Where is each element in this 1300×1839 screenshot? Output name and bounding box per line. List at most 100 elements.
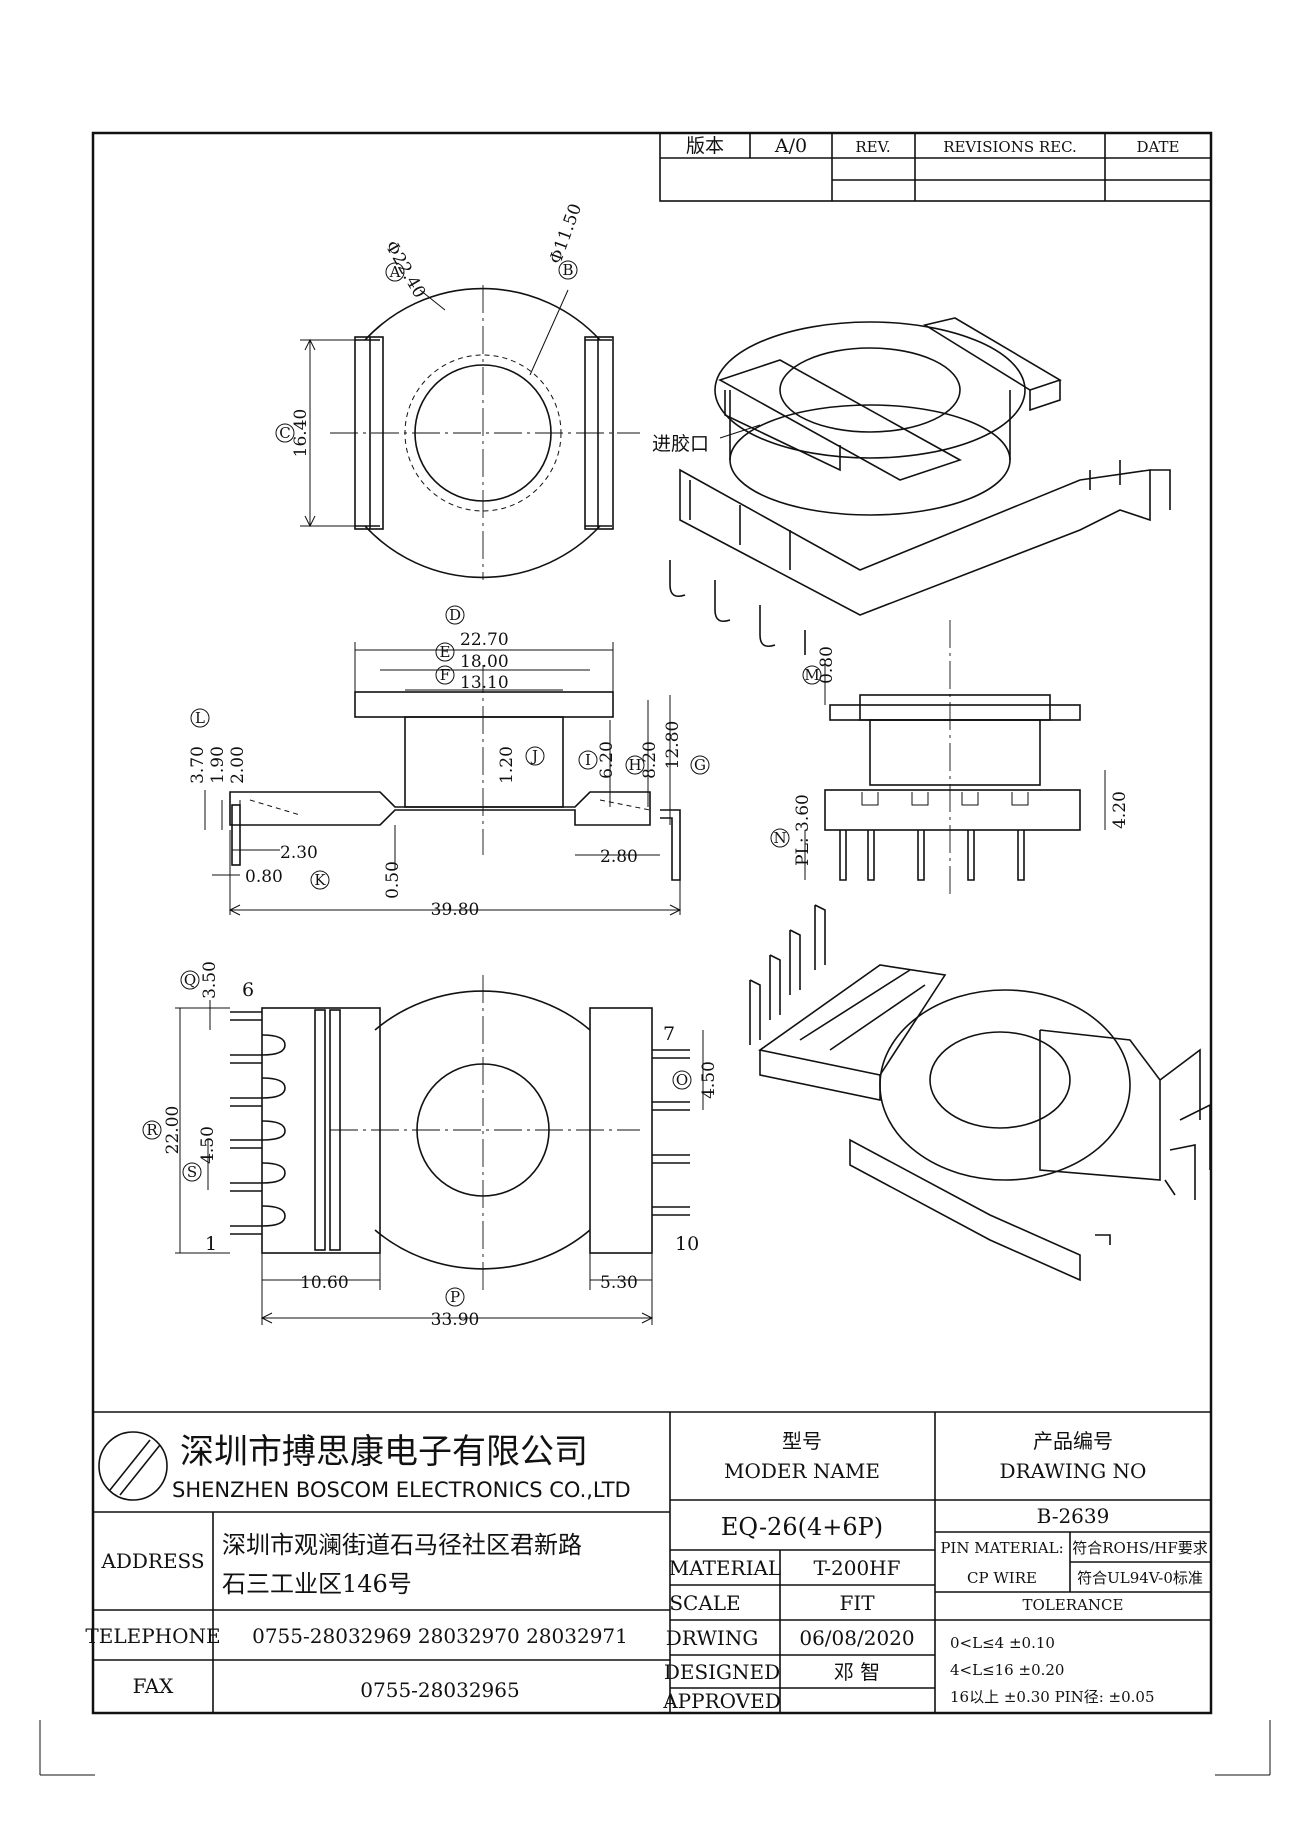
designed-label: DESIGNED bbox=[664, 1660, 780, 1684]
telephone-label: TELEPHONE bbox=[85, 1624, 220, 1648]
title-block: 深圳市搏思康电子有限公司 SHENZHEN BOSCOM ELECTRONICS… bbox=[85, 1411, 1211, 1713]
material-label: MATERIAL bbox=[669, 1556, 781, 1580]
address-line1: 深圳市观澜街道石马径社区君新路 bbox=[222, 1531, 582, 1559]
iso-view-bottom bbox=[749, 904, 1211, 1282]
pin-material-value2: 符合UL94V-0标准 bbox=[1077, 1569, 1203, 1587]
dim-A: Φ22.40 bbox=[381, 238, 430, 302]
version-label: 版本 bbox=[686, 135, 724, 157]
marker-A: A bbox=[389, 263, 401, 281]
dim-530: 5.30 bbox=[600, 1273, 638, 1293]
company-logo bbox=[98, 1431, 168, 1501]
gate-label: 进胶口 bbox=[652, 433, 709, 455]
drawing-value: B-2639 bbox=[1037, 1504, 1110, 1528]
material-value: T-200HF bbox=[813, 1556, 900, 1580]
dim-280: 2.80 bbox=[600, 847, 638, 867]
dim-PL: PL: 3.60 bbox=[793, 794, 813, 866]
pin-material-label: PIN MATERIAL: bbox=[940, 1539, 1063, 1557]
designed-value: 邓 智 bbox=[834, 1660, 880, 1684]
dim-D: 22.70 bbox=[460, 630, 509, 650]
cp-wire-label: CP WIRE bbox=[967, 1569, 1037, 1587]
pin-material-value1: 符合ROHS/HF要求 bbox=[1072, 1539, 1208, 1557]
dim-050: 0.50 bbox=[383, 861, 403, 899]
side-view: 22.70 D 18.00 E 13.10 F 1.20 J 6.20 I 8.… bbox=[188, 605, 710, 920]
dim-M: 0.80 bbox=[817, 646, 837, 684]
dim-G: 12.80 bbox=[663, 721, 683, 770]
pin-7-label: 7 bbox=[663, 1023, 675, 1045]
dim-1060: 10.60 bbox=[300, 1273, 349, 1293]
date-label: DATE bbox=[1137, 138, 1180, 156]
fax-label: FAX bbox=[133, 1674, 175, 1698]
revision-table: 版本 A/0 REV. REVISIONS REC. DATE bbox=[659, 132, 1212, 202]
pin-6-label: 6 bbox=[242, 979, 254, 1001]
drawing-frame bbox=[91, 131, 1213, 1715]
model-value: EQ-26(4+6P) bbox=[721, 1513, 883, 1541]
dim-C: 16.40 bbox=[291, 409, 311, 458]
scale-label: SCALE bbox=[669, 1591, 740, 1615]
address-line2: 石三工业区146号 bbox=[222, 1570, 412, 1598]
marker-M: M bbox=[804, 666, 819, 684]
dim-P: 33.90 bbox=[431, 1310, 480, 1330]
version-value: A/0 bbox=[774, 135, 807, 157]
marker-H: H bbox=[628, 756, 641, 774]
crop-marks bbox=[39, 1720, 1271, 1776]
model-label-cn: 型号 bbox=[782, 1429, 822, 1453]
marker-N: N bbox=[773, 829, 786, 847]
dim-R: 22.00 bbox=[163, 1106, 183, 1155]
marker-I: I bbox=[585, 751, 591, 769]
company-name-cn: 深圳市搏思康电子有限公司 bbox=[180, 1432, 588, 1472]
dim-O: 4.50 bbox=[699, 1061, 719, 1099]
marker-D: D bbox=[449, 606, 461, 624]
tolerance-label: TOLERANCE bbox=[1023, 1596, 1124, 1614]
marker-S: S bbox=[187, 1163, 197, 1181]
model-label-en: MODER NAME bbox=[724, 1459, 880, 1483]
tolerance-line2: 4<L≤16 ±0.20 bbox=[950, 1661, 1064, 1679]
pin-10-label: 10 bbox=[675, 1233, 699, 1255]
approved-label: APPROVED bbox=[662, 1689, 781, 1713]
marker-K: K bbox=[314, 871, 326, 889]
drwing-value: 06/08/2020 bbox=[799, 1626, 914, 1650]
dim-L2: 1.90 bbox=[208, 746, 228, 784]
drawing-label-cn: 产品编号 bbox=[1033, 1429, 1113, 1453]
marker-P: P bbox=[450, 1288, 460, 1306]
dim-K: 0.80 bbox=[245, 867, 283, 887]
dim-F: 13.10 bbox=[460, 673, 509, 693]
dim-230: 2.30 bbox=[280, 843, 318, 863]
marker-E: E bbox=[440, 643, 451, 661]
pin-1-label: 1 bbox=[205, 1233, 217, 1255]
drawing-label-en: DRAWING NO bbox=[1000, 1459, 1147, 1483]
address-label: ADDRESS bbox=[100, 1549, 204, 1573]
marker-F: F bbox=[440, 666, 450, 684]
marker-L: L bbox=[195, 709, 205, 727]
dim-E: 18.00 bbox=[460, 652, 509, 672]
tolerance-line3: 16以上 ±0.30 PIN径: ±0.05 bbox=[950, 1688, 1155, 1706]
dim-B: Φ11.50 bbox=[546, 201, 586, 267]
dim-420: 4.20 bbox=[1110, 791, 1130, 829]
tolerance-line1: 0<L≤4 ±0.10 bbox=[950, 1634, 1055, 1652]
dim-S: 4.50 bbox=[198, 1126, 218, 1164]
dim-Q: 3.50 bbox=[200, 961, 220, 999]
dim-total: 39.80 bbox=[431, 900, 480, 920]
drwing-label: DRWING bbox=[666, 1626, 759, 1650]
top-view: 16.40 C Φ22.40 A Φ11.50 B bbox=[275, 201, 640, 580]
revisions-label: REVISIONS REC. bbox=[943, 138, 1077, 156]
scale-value: FIT bbox=[839, 1591, 875, 1615]
marker-J: J bbox=[530, 747, 538, 765]
telephone-value: 0755-28032969 28032970 28032971 bbox=[252, 1624, 628, 1648]
fax-value: 0755-28032965 bbox=[360, 1678, 519, 1702]
dim-J: 1.20 bbox=[497, 746, 517, 784]
dim-L1: 3.70 bbox=[188, 746, 208, 784]
iso-view-top: 进胶口 bbox=[652, 317, 1171, 655]
marker-R: R bbox=[146, 1121, 158, 1139]
marker-O: O bbox=[676, 1071, 688, 1089]
dim-I: 6.20 bbox=[597, 741, 617, 779]
bottom-view: 6 1 7 10 3.50 Q 22.00 R 4.50 S 4.50 O 10… bbox=[142, 961, 719, 1330]
marker-C: C bbox=[279, 424, 290, 442]
rev-label: REV. bbox=[855, 138, 890, 156]
marker-G: G bbox=[694, 756, 706, 774]
dim-L3: 2.00 bbox=[228, 746, 248, 784]
dim-H: 8.20 bbox=[640, 741, 660, 779]
end-view: 0.80 M PL: 3.60 N 4.20 bbox=[770, 620, 1130, 895]
company-name-en: SHENZHEN BOSCOM ELECTRONICS CO.,LTD bbox=[172, 1478, 631, 1502]
marker-B: B bbox=[562, 261, 573, 279]
